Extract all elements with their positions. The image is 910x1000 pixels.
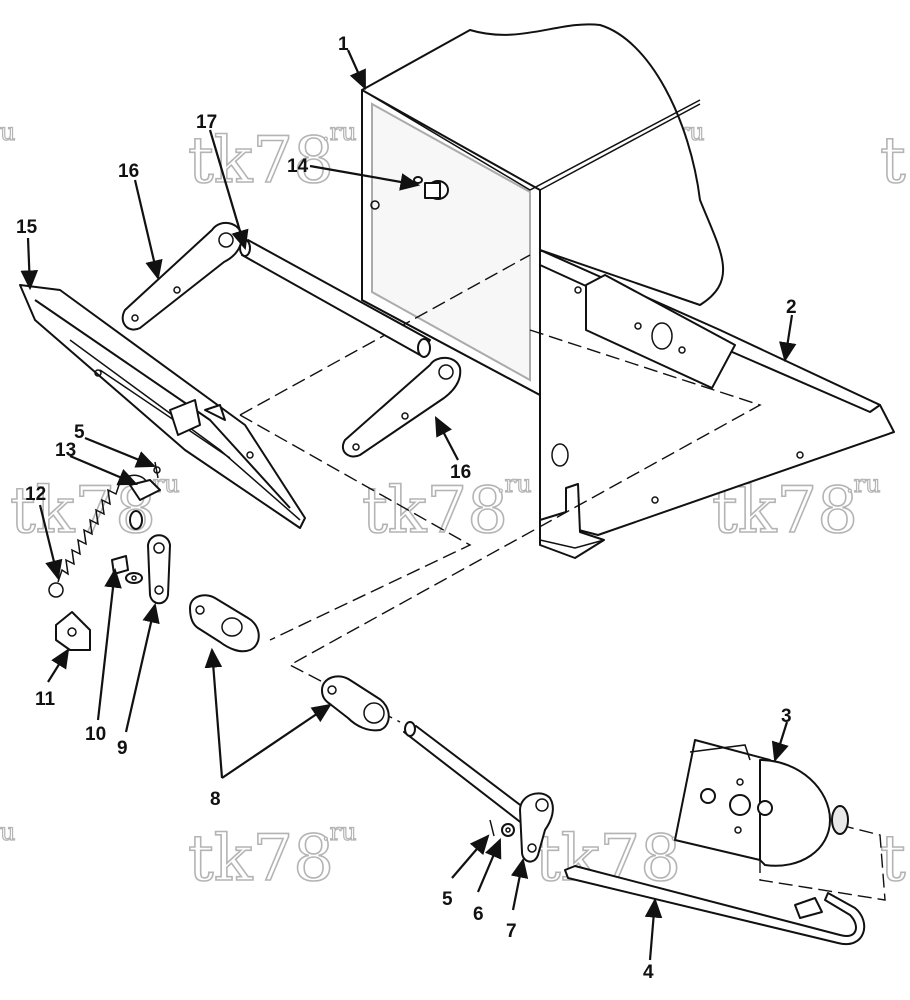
pivot-bushings: [189, 594, 390, 732]
watermark-text: tk78: [188, 822, 334, 896]
watermark-text: tk78: [188, 124, 334, 198]
watermark-edge: u: [0, 818, 15, 846]
callout-16-lower: 16: [450, 462, 471, 483]
callout-8: 8: [210, 789, 221, 810]
callout-4: 4: [643, 962, 654, 983]
callout-9: 9: [117, 738, 128, 759]
watermark-suffix: .ru: [497, 470, 532, 498]
callout-1: 1: [338, 34, 349, 55]
callout-5-upper: 5: [74, 422, 85, 443]
callout-labels: 1 2 3 4 5 6 7 8 9 10 11 12 13 5 14 15 16…: [16, 34, 797, 983]
watermark-suffix: .ru: [846, 470, 881, 498]
leader-lines: [20, 49, 797, 961]
watermark-suffix: .ru: [322, 818, 357, 846]
callout-15: 15: [16, 217, 38, 238]
watermark-text: tk78: [362, 474, 508, 548]
callout-7: 7: [506, 921, 517, 942]
spring-assembly: [48, 461, 161, 598]
door-arms-and-shaft: [121, 221, 462, 458]
damper-door: [19, 284, 306, 529]
callout-2: 2: [786, 297, 797, 318]
watermark-suffix: .ru: [322, 118, 357, 146]
heater-housing: [361, 23, 725, 396]
watermark-edge: t: [880, 124, 906, 198]
callout-6: 6: [473, 904, 484, 925]
small-hardware: [55, 534, 171, 651]
vacuum-actuator: [674, 739, 849, 867]
mounting-bracket: [539, 249, 895, 559]
callout-5: 5: [442, 889, 453, 910]
callout-16-upper: 16: [118, 161, 139, 182]
callout-13: 13: [55, 440, 76, 461]
callout-11: 11: [35, 689, 56, 710]
callout-12: 12: [25, 484, 46, 505]
actuator-shaft: [403, 721, 554, 863]
watermark-edge: u: [0, 118, 15, 146]
callout-3: 3: [781, 706, 792, 727]
callout-17: 17: [196, 112, 217, 133]
callout-10: 10: [85, 724, 106, 745]
actuator-rod: [564, 865, 866, 946]
callout-14: 14: [287, 156, 309, 177]
